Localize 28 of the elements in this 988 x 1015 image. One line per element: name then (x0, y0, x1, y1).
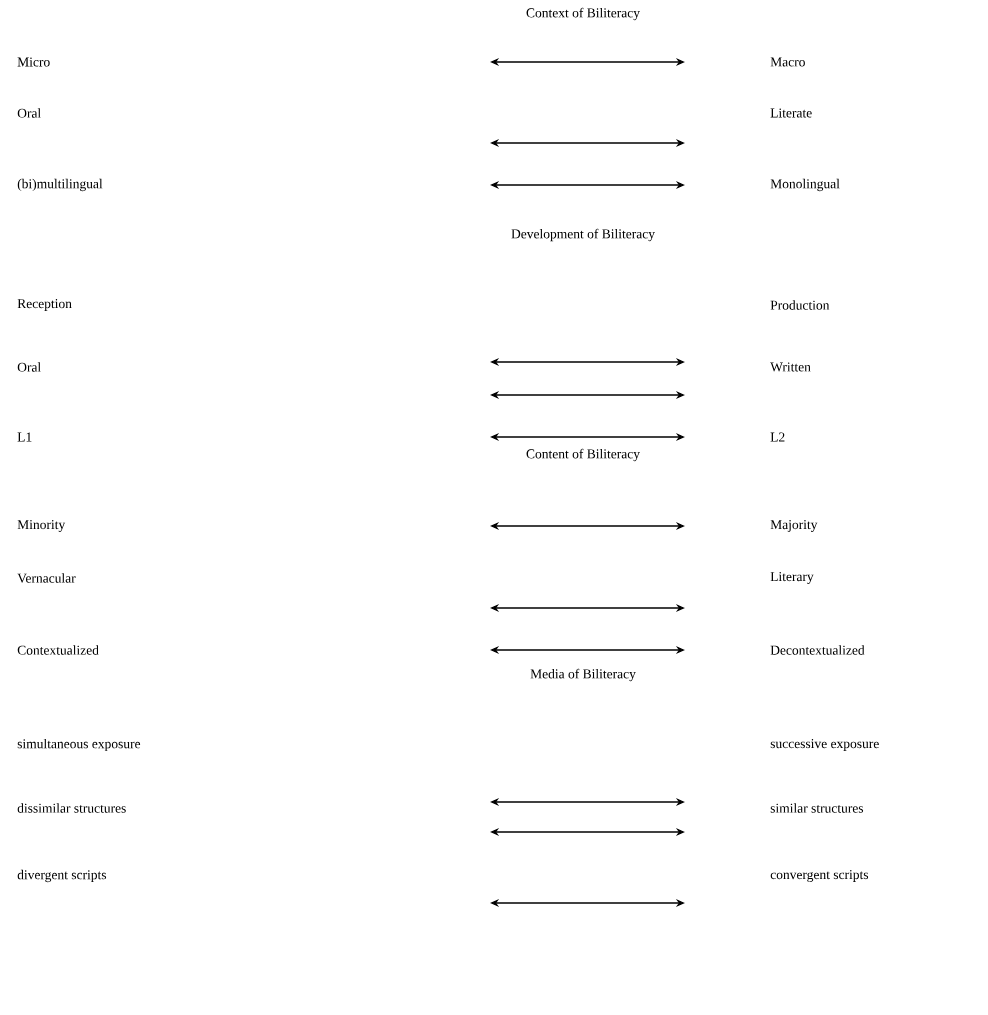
term-label: L1 (17, 432, 32, 442)
term-label: Macro (770, 57, 805, 67)
section-heading: Media of Biliteracy (530, 668, 636, 682)
term-label: Minority (17, 520, 66, 532)
term-label: similar structures (770, 803, 864, 813)
term-label: Oral (17, 362, 41, 372)
term-label: Micro (17, 57, 50, 67)
term-label: Monolingual (770, 178, 840, 192)
section-heading: Content of Biliteracy (526, 448, 640, 462)
term-label: Vernacular (17, 573, 76, 583)
term-label: convergent scripts (770, 870, 869, 882)
term-label: Literary (770, 572, 814, 584)
term-label: successive exposure (770, 739, 879, 751)
term-label: Contextualized (17, 645, 99, 655)
term-label: Decontextualized (770, 645, 865, 655)
section-heading: Context of Biliteracy (526, 7, 640, 21)
term-label: Oral (17, 108, 41, 118)
term-label: Literate (770, 108, 812, 118)
term-label: simultaneous exposure (17, 738, 141, 752)
term-label: Reception (17, 299, 72, 311)
term-label: dissimilar structures (17, 803, 126, 813)
section-heading: Development of Biliteracy (511, 228, 655, 242)
term-label: divergent scripts (17, 869, 107, 883)
term-label: Production (770, 300, 830, 310)
term-label: L2 (770, 432, 785, 442)
term-label: Written (770, 362, 811, 372)
term-label: Majority (770, 520, 818, 532)
term-label: (bi)multilingual (17, 178, 103, 192)
